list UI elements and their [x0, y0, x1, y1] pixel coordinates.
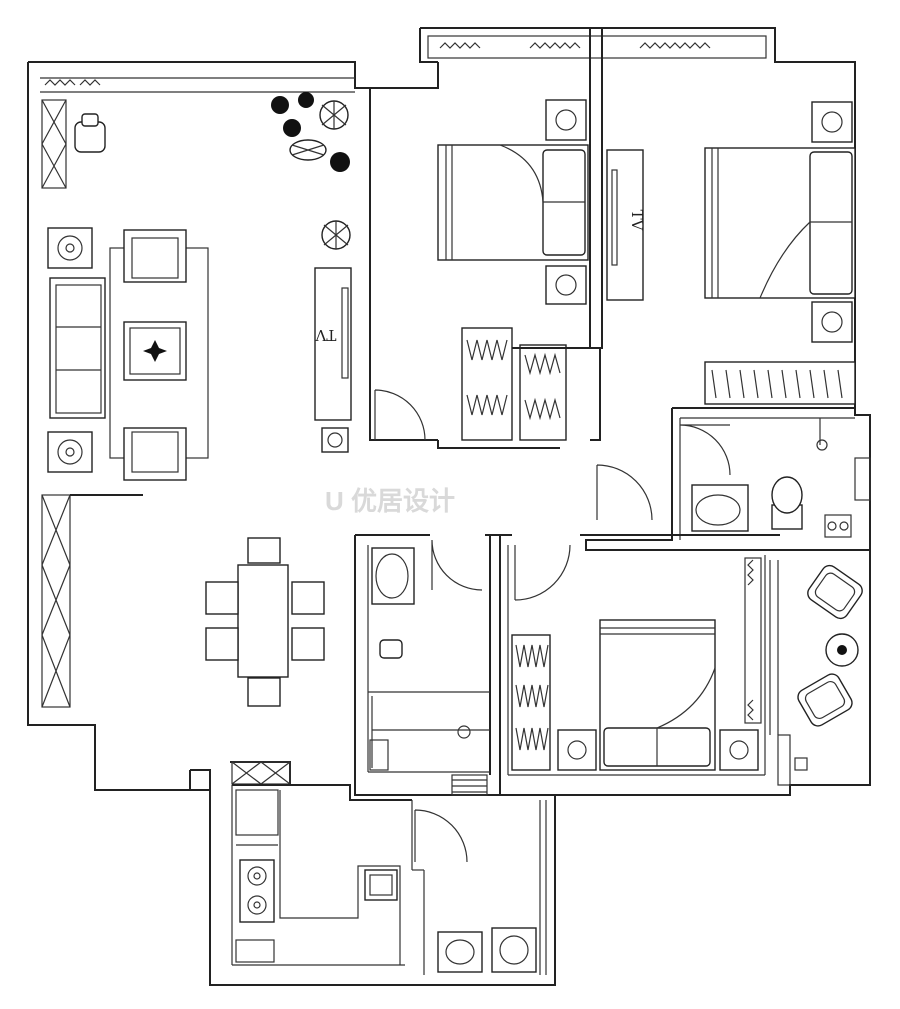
- bedroom-1: [370, 62, 602, 441]
- watermark-text: U 优居设计: [325, 486, 455, 516]
- plant-icon: [330, 152, 350, 172]
- armchair-icon: [123, 229, 187, 283]
- sink-icon: [371, 547, 415, 605]
- side-balcony: [769, 560, 863, 786]
- washing-machine-icon: [491, 927, 537, 973]
- plant-icon: [298, 92, 314, 108]
- master-bath: [585, 407, 871, 551]
- tv-label-bedroom: TV: [628, 210, 646, 232]
- bath-2: [354, 534, 540, 796]
- living-tv-unit: TV: [314, 267, 352, 453]
- plant-icon: [283, 119, 301, 137]
- plant-icon: [271, 96, 289, 114]
- plants: [271, 92, 351, 250]
- living-window: [41, 494, 143, 708]
- armchair-icon: [123, 427, 187, 481]
- armchair-icon: [797, 673, 853, 727]
- bedroom-3: [499, 534, 780, 795]
- sofa-icon: [49, 277, 106, 419]
- sink-icon: [437, 931, 483, 973]
- living-balcony: [40, 77, 355, 189]
- dining-table-icon: [237, 564, 289, 678]
- hall-doors: [437, 348, 653, 521]
- lamp-icon: [47, 431, 93, 473]
- sink-icon: [691, 484, 749, 532]
- bedroom-2: TV: [606, 101, 856, 405]
- armchair-icon: [807, 564, 863, 620]
- dining-set: [205, 537, 325, 707]
- lamp-icon: [47, 227, 93, 269]
- stove-icon: [239, 859, 275, 923]
- kitchen: [189, 761, 547, 975]
- tv-unit-bedroom: [606, 149, 644, 301]
- sofa-group: [47, 227, 209, 481]
- tv-label-living: TV: [314, 326, 336, 344]
